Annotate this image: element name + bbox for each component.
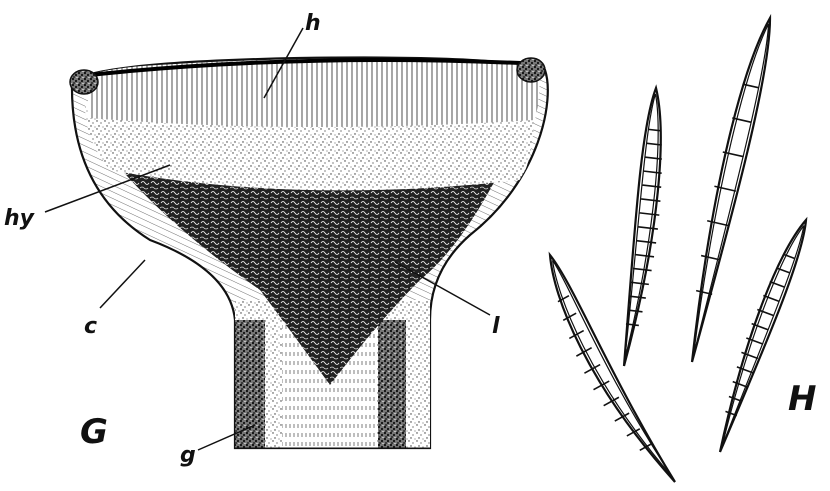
label-g: g — [180, 443, 196, 468]
label-hy: hy — [4, 206, 36, 231]
label-H: H — [788, 379, 816, 419]
rim-left-margin — [70, 70, 98, 94]
label-h: h — [305, 11, 321, 36]
label-G: G — [80, 412, 108, 452]
ascospore-wall — [534, 254, 677, 491]
stalk-dark-band-right — [378, 320, 406, 450]
leader-c — [100, 260, 145, 308]
label-c: c — [84, 314, 97, 339]
ascospores — [526, 14, 811, 491]
ascospore — [526, 254, 676, 491]
stalk-dark-band-left — [235, 320, 265, 450]
rim-right-margin — [517, 58, 545, 82]
ascospore — [618, 87, 674, 368]
apothecium-section: h hy c l g G — [4, 11, 548, 468]
label-l: l — [492, 314, 500, 339]
